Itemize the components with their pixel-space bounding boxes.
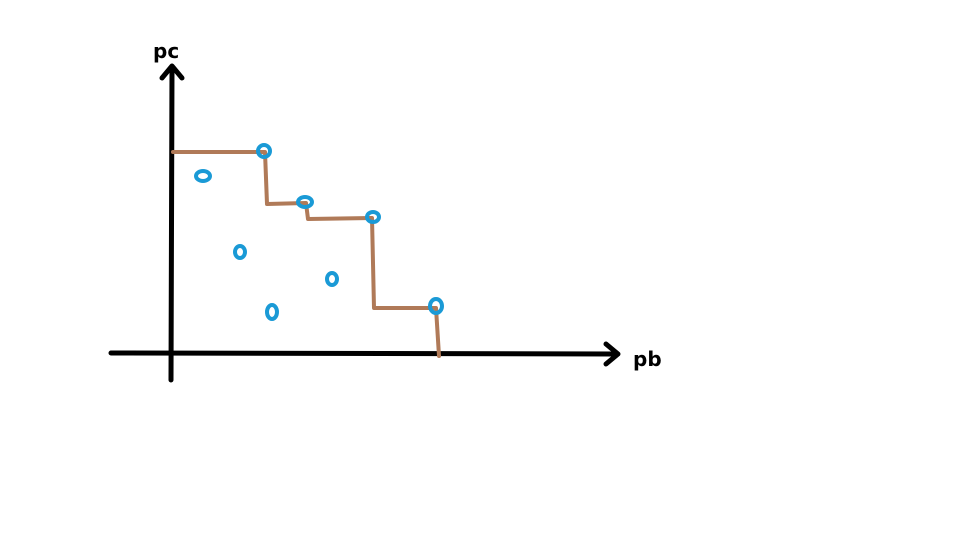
- interior-point: [233, 244, 247, 260]
- frontier-point: [256, 143, 272, 159]
- x-axis-label: pb: [633, 347, 662, 371]
- interior-point: [265, 303, 279, 321]
- staircase-frontier: [171, 150, 441, 358]
- frontier-point: [428, 297, 444, 315]
- interior-point: [325, 271, 339, 287]
- interior-point: [194, 169, 212, 183]
- x-axis-arrowhead: [603, 341, 621, 367]
- y-axis-arrowhead: [159, 63, 185, 81]
- frontier-point: [365, 210, 381, 224]
- x-axis-line: [108, 350, 619, 357]
- y-axis-label: pc: [153, 39, 179, 63]
- y-axis-line: [168, 65, 175, 383]
- frontier-point: [296, 195, 314, 209]
